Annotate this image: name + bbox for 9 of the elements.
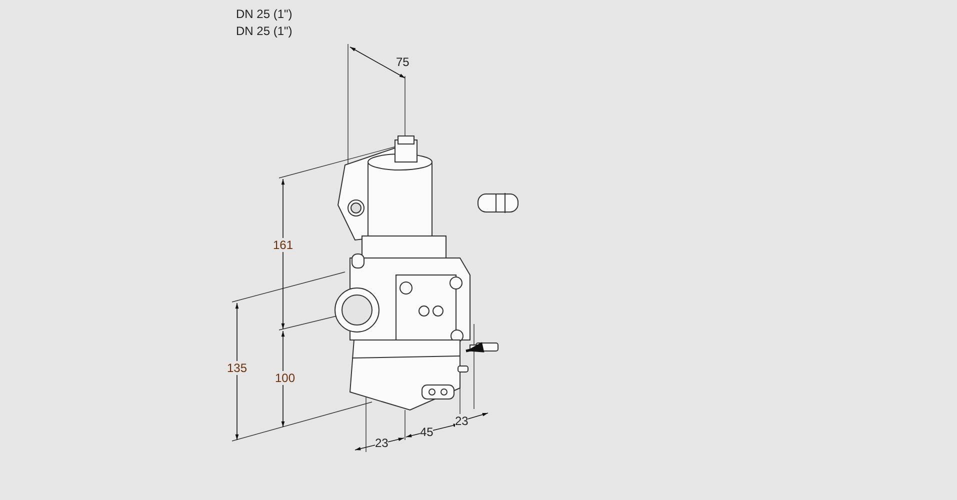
dimension-value: 45 — [420, 425, 434, 439]
dimension-value: 161 — [273, 238, 294, 252]
dimension-value: 75 — [396, 55, 410, 69]
dimension-value: 100 — [275, 371, 296, 385]
size-label: DN 25 (1") — [236, 7, 292, 21]
dimension-value: 135 — [227, 361, 248, 375]
dimension-value: 23 — [375, 436, 388, 450]
size-label: DN 25 (1") — [236, 24, 292, 38]
dimension-value: 23 — [455, 414, 468, 428]
